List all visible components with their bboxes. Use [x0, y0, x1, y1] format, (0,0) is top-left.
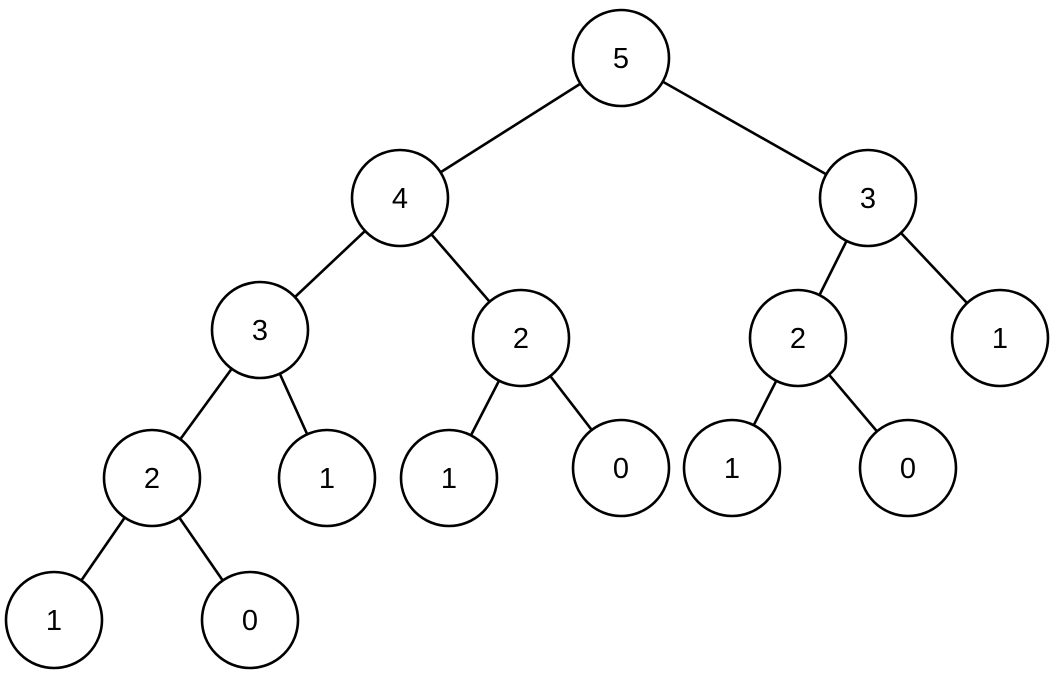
node-circle — [950, 288, 1050, 388]
node-circle — [350, 148, 450, 248]
tree-node: 1 — [950, 288, 1050, 388]
tree-node: 1 — [277, 428, 377, 528]
node-circle — [4, 570, 104, 670]
node-label: 0 — [900, 453, 916, 485]
tree-node: 0 — [858, 418, 958, 518]
node-circle — [818, 148, 918, 248]
node-label: 2 — [790, 323, 806, 355]
tree-node: 3 — [210, 280, 310, 380]
node-label: 2 — [513, 323, 529, 355]
tree-node: 0 — [200, 570, 300, 670]
node-circle — [210, 280, 310, 380]
tree-node: 2 — [471, 288, 571, 388]
tree-node: 1 — [4, 570, 104, 670]
node-label: 4 — [392, 183, 408, 215]
node-label: 1 — [724, 453, 740, 485]
node-label: 1 — [992, 323, 1008, 355]
tree-node: 0 — [571, 418, 671, 518]
node-label: 0 — [242, 605, 258, 637]
node-label: 1 — [441, 463, 457, 495]
tree-node: 1 — [682, 418, 782, 518]
tree-node: 5 — [571, 8, 671, 108]
node-circle — [102, 428, 202, 528]
node-label: 1 — [46, 605, 62, 637]
node-label: 0 — [613, 453, 629, 485]
node-circle — [200, 570, 300, 670]
tree-node: 4 — [350, 148, 450, 248]
node-circle — [277, 428, 377, 528]
node-circle — [858, 418, 958, 518]
node-circle — [571, 8, 671, 108]
node-label: 3 — [860, 183, 876, 215]
tree-nodes: 5 4 3 3 2 2 1 2 1 1 0 1 0 1 0 — [4, 8, 1050, 670]
node-circle — [571, 418, 671, 518]
node-circle — [682, 418, 782, 518]
node-circle — [471, 288, 571, 388]
tree-node: 2 — [748, 288, 848, 388]
node-circle — [748, 288, 848, 388]
tree-node: 2 — [102, 428, 202, 528]
node-circle — [399, 428, 499, 528]
tree-node: 3 — [818, 148, 918, 248]
node-label: 1 — [319, 463, 335, 495]
node-label: 2 — [144, 463, 160, 495]
node-label: 5 — [613, 43, 629, 75]
node-label: 3 — [252, 315, 268, 347]
tree-node: 1 — [399, 428, 499, 528]
